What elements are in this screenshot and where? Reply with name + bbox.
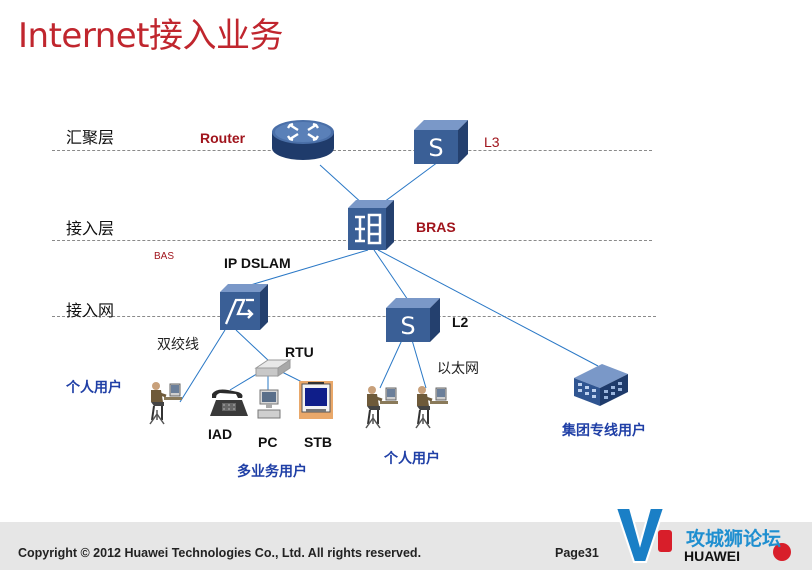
rtu-icon <box>254 359 292 377</box>
svg-text:S: S <box>428 134 443 162</box>
twisted-pair-label: 双绞线 <box>157 336 199 352</box>
router-icon <box>272 120 334 160</box>
footer-bar: Copyright © 2012 Huawei Technologies Co.… <box>0 522 812 570</box>
ethernet-label: 以太网 <box>437 360 479 376</box>
l3-label: L3 <box>484 134 500 150</box>
layer-label-aggregation: 汇聚层 <box>66 128 115 147</box>
enterprise-user-label: 集团专线用户 <box>562 422 646 438</box>
personal-user-right-label: 个人用户 <box>384 450 440 466</box>
huawei-logo-text: HUAWEI <box>684 548 740 564</box>
page-title: Internet接入业务 <box>18 16 284 56</box>
bas-label: BAS <box>154 251 175 262</box>
stb-tv-icon <box>299 381 333 419</box>
ip-dslam-label: IP DSLAM <box>224 255 291 271</box>
bras-label: BRAS <box>416 219 456 235</box>
copyright-text: Copyright © 2012 Huawei Technologies Co.… <box>18 546 422 560</box>
pc-label: PC <box>258 434 278 450</box>
bras-icon <box>348 200 394 250</box>
user-at-computer-icon-2 <box>365 386 398 429</box>
layer-label-access-layer: 接入层 <box>66 219 115 238</box>
l2-label: L2 <box>452 314 469 330</box>
user-at-computer-icon-3 <box>415 386 448 429</box>
l3-switch-icon: S <box>414 120 468 164</box>
layer-label-access-network: 接入网 <box>66 301 115 320</box>
l2-switch-icon: S <box>386 298 440 342</box>
iad-phone-icon <box>210 389 248 416</box>
iad-label: IAD <box>208 426 233 442</box>
access-network-divider <box>52 316 656 317</box>
forum-logo <box>614 507 791 563</box>
ip-dslam-icon <box>220 284 268 330</box>
pc-icon <box>257 389 281 419</box>
office-building-icon <box>574 364 628 406</box>
user-at-computer-icon <box>149 382 182 425</box>
svg-text:S: S <box>400 312 415 340</box>
rtu-label: RTU <box>285 344 314 360</box>
multi-service-user-label: 多业务用户 <box>237 463 307 479</box>
page-number: Page31 <box>555 546 599 560</box>
personal-user-left-label: 个人用户 <box>66 379 122 395</box>
aggregation-divider <box>52 150 652 151</box>
stb-label: STB <box>304 434 332 450</box>
forum-logo-text: 攻城狮论坛 <box>686 528 782 550</box>
router-label: Router <box>200 130 246 146</box>
